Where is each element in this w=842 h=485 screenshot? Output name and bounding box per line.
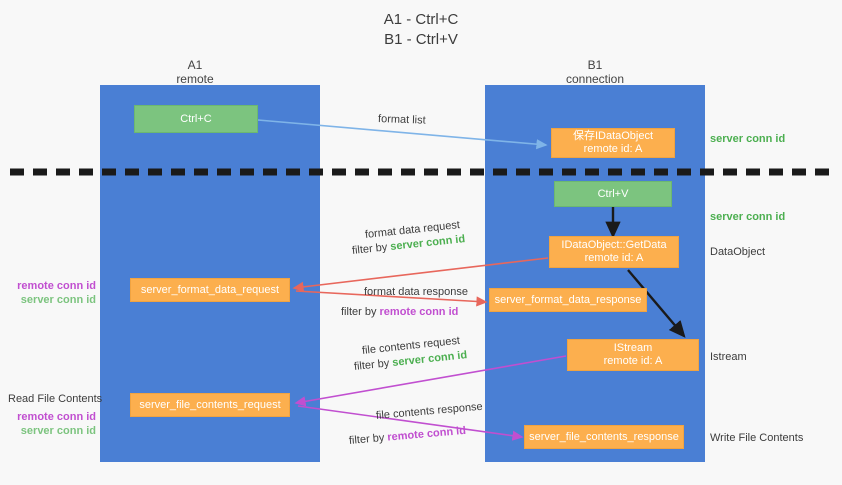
left-label-read-file-contents: Read File Contents (8, 392, 102, 406)
annotation-format-list: format list (378, 112, 426, 128)
box-istream-line2: remote id: A (603, 355, 663, 367)
lane-header-a1-name: A1 (187, 58, 203, 72)
right-label-write-file-contents: Write File Contents (710, 431, 803, 445)
lane-header-b1: B1 connection (530, 58, 660, 86)
diagram-title: A1 - Ctrl+C B1 - Ctrl+V (0, 10, 842, 50)
box-ctrl-v-line1: Ctrl+V (597, 187, 629, 200)
annotation-format-data-response-line1: format data response (364, 286, 468, 298)
right-label-server-conn-id-mid-text: server conn id (710, 211, 786, 223)
box-server-format-data-request-label: server_format_data_request (140, 283, 280, 296)
box-save-idataobject-line2: remote id: A (583, 143, 643, 155)
box-server-format-data-response[interactable]: server_format_data_response (489, 288, 647, 312)
right-label-data-object: DataObject (710, 245, 765, 259)
box-server-file-contents-response[interactable]: server_file_contents_response (524, 425, 684, 449)
lane-header-b1-name: B1 (587, 58, 603, 72)
annotation-format-data-response-filter-pre: filter by (341, 306, 380, 318)
annotation-format-list-text: format list (377, 113, 426, 127)
right-label-write-file-contents-text: Write File Contents (710, 432, 804, 444)
left-label-conn-pair-2-server: server conn id (20, 425, 96, 437)
box-server-format-data-response-label: server_format_data_response (494, 293, 642, 306)
left-label-conn-pair-1: remote conn id server conn id (0, 279, 96, 307)
annotation-file-contents-response-filter-key: remote conn id (386, 424, 467, 444)
annotation-format-data-response-filter-key: remote conn id (379, 306, 459, 318)
annotation-file-contents-response-filter: filter by remote conn id (348, 424, 466, 448)
annotation-file-contents-response-filter-pre: filter by (348, 431, 388, 447)
left-label-conn-pair-1-server: server conn id (20, 294, 96, 306)
box-idataobject-getdata-line2: remote id: A (584, 252, 644, 264)
lane-header-a1-sub: remote (176, 72, 214, 86)
left-label-read-file-contents-text: Read File Contents (8, 393, 103, 405)
box-ctrl-c[interactable]: Ctrl+C (134, 105, 258, 133)
box-idataobject-getdata-line1: IDataObject::GetData (561, 239, 667, 251)
right-label-server-conn-id-top-text: server conn id (710, 133, 786, 145)
annotation-file-contents-response-line1: file contents response (375, 400, 484, 422)
box-server-file-contents-request-label: server_file_contents_request (139, 398, 281, 411)
annotation-format-data-response-filter: filter by remote conn id (341, 305, 458, 319)
box-save-idataobject[interactable]: 保存IDataObject remote id: A (551, 128, 675, 158)
box-istream[interactable]: IStream remote id: A (567, 339, 699, 371)
box-ctrl-v[interactable]: Ctrl+V (554, 181, 672, 207)
left-label-conn-pair-1-remote: remote conn id (17, 280, 96, 292)
box-istream-line1: IStream (613, 342, 653, 354)
right-label-server-conn-id-mid: server conn id (710, 210, 785, 224)
left-label-conn-pair-2: remote conn id server conn id (0, 410, 96, 438)
right-label-istream-text: Istream (710, 351, 747, 363)
box-idataobject-getdata[interactable]: IDataObject::GetData remote id: A (549, 236, 679, 268)
box-save-idataobject-line1: 保存IDataObject (572, 130, 654, 142)
box-server-format-data-request[interactable]: server_format_data_request (130, 278, 290, 302)
left-label-conn-pair-2-remote: remote conn id (17, 411, 96, 423)
lane-header-b1-sub: connection (565, 72, 625, 86)
annotation-file-contents-request-filter-pre: filter by (353, 357, 393, 373)
right-label-istream: Istream (710, 350, 747, 364)
lane-header-a1: A1 remote (130, 58, 260, 86)
annotation-file-contents-response: file contents response (375, 400, 483, 423)
right-label-server-conn-id-top: server conn id (710, 132, 785, 146)
right-label-data-object-text: DataObject (710, 246, 766, 258)
annotation-format-data-request-filter-pre: filter by (351, 241, 391, 257)
box-ctrl-c-line1: Ctrl+C (180, 112, 212, 125)
annotation-format-data-response: format data response (364, 285, 468, 299)
title-line-1: A1 - Ctrl+C (383, 11, 459, 28)
box-server-file-contents-response-label: server_file_contents_response (529, 430, 679, 443)
box-server-file-contents-request[interactable]: server_file_contents_request (130, 393, 290, 417)
title-line-2: B1 - Ctrl+V (384, 31, 458, 48)
